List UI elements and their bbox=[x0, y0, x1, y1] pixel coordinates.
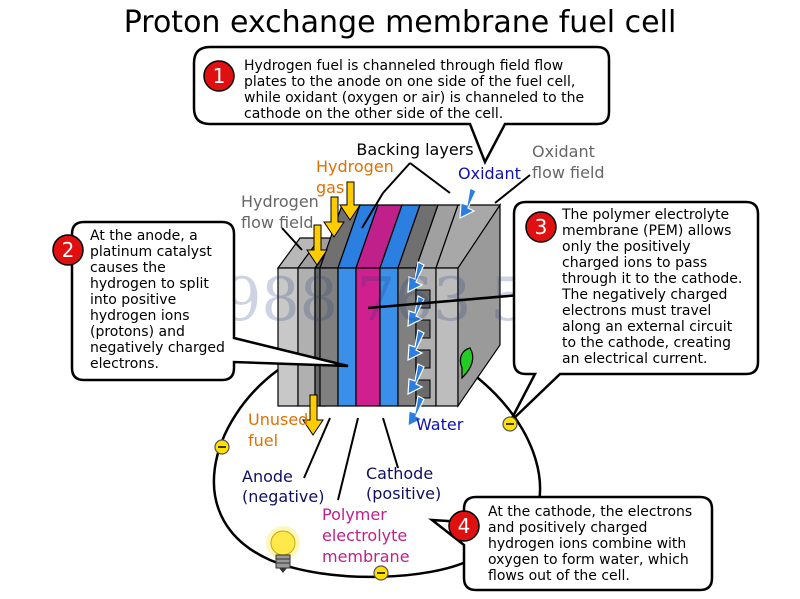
oxidant-flow-field-label: Oxidant flow field bbox=[532, 142, 605, 182]
badge-2-icon bbox=[52, 234, 84, 266]
electron-flow-icon bbox=[459, 347, 474, 380]
callout-4: 4 At the cathode, the electrons and posi… bbox=[428, 495, 714, 592]
oxidant-label: Oxidant bbox=[458, 164, 521, 183]
cathode-label: Cathode (positive) bbox=[366, 464, 441, 503]
callout-1-number: 1 bbox=[213, 64, 226, 88]
badge-3-icon bbox=[525, 211, 557, 243]
pointer-lines bbox=[281, 162, 531, 501]
callout-2: 2 At the anode, a platinum catalyst caus… bbox=[52, 220, 349, 382]
callout-1-text: Hydrogen fuel is channeled through field… bbox=[244, 58, 589, 122]
hydrogen-flow-field-label: Hydrogen flow field bbox=[241, 192, 324, 232]
electron-icon bbox=[502, 416, 518, 432]
pem-label: Polymer electrolyte membrane bbox=[322, 505, 412, 566]
electron-icon bbox=[373, 565, 389, 581]
anode-label: Anode (negative) bbox=[242, 467, 324, 506]
external-circuit-left bbox=[212, 368, 471, 579]
callout-3-number: 3 bbox=[535, 215, 548, 239]
callout-4-text: At the cathode, the electrons and positi… bbox=[488, 504, 697, 584]
electron-icon bbox=[214, 439, 230, 455]
fuel-cell-stack bbox=[276, 203, 501, 408]
hydrogen-gas-label: Hydrogen gas bbox=[316, 157, 399, 197]
page-title: Proton exchange membrane fuel cell bbox=[124, 5, 677, 40]
badge-4-icon bbox=[448, 510, 480, 542]
light-bulb-icon bbox=[266, 526, 300, 573]
hydrogen-arrow-icon bbox=[302, 181, 361, 436]
unused-fuel-label: Unused fuel bbox=[248, 410, 313, 450]
callout-3: 3 The polymer electrolyte membrane (PEM)… bbox=[508, 200, 760, 423]
callout-2-number: 2 bbox=[62, 238, 75, 262]
callout-1: 1 Hydrogen fuel is channeled through fie… bbox=[192, 45, 611, 165]
water-label: Water bbox=[416, 415, 464, 434]
callout-2-text: At the anode, a platinum catalyst causes… bbox=[90, 228, 229, 372]
backing-layers-label: Backing layers bbox=[356, 140, 473, 159]
callout-3-text: The polymer electrolyte membrane (PEM) a… bbox=[561, 207, 747, 367]
badge-1-icon bbox=[203, 60, 235, 92]
callout-4-number: 4 bbox=[458, 514, 471, 538]
